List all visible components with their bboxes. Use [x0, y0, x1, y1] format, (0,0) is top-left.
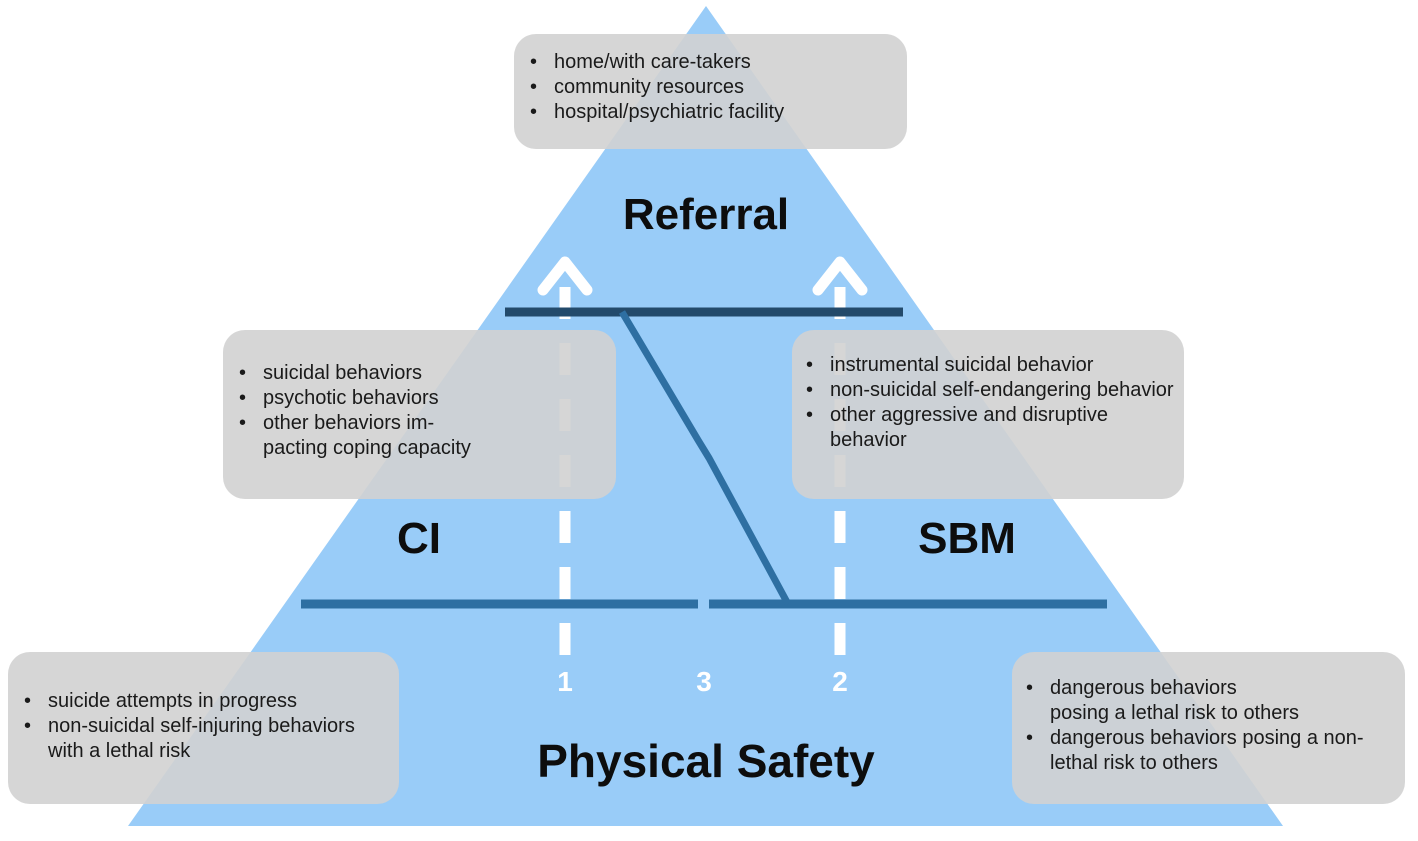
safety-left-box: suicide attempts in progress non-suicida… — [8, 652, 399, 804]
list-item: home/with care-takers — [524, 50, 897, 75]
safety-left-list: suicide attempts in progress non-suicida… — [18, 689, 393, 764]
path-number-1: 1 — [557, 666, 573, 697]
list-item: suicidal behaviors — [233, 361, 606, 386]
list-item: non-suicidal self-endangering behavior — [800, 378, 1176, 403]
list-item: dangerous behaviors posing a non-lethal … — [1020, 726, 1399, 776]
level-label-sbm: SBM — [918, 514, 1016, 563]
list-item: other behaviors im- pacting coping capac… — [233, 411, 606, 461]
safety-right-box: dangerous behaviors posing a lethal risk… — [1012, 652, 1405, 804]
sbm-box: instrumental suicidal behavior non-suici… — [792, 330, 1184, 499]
ci-list: suicidal behaviors psychotic behaviors o… — [233, 361, 606, 461]
list-item: dangerous behaviors posing a lethal risk… — [1020, 676, 1399, 726]
sbm-list: instrumental suicidal behavior non-suici… — [800, 353, 1176, 453]
path-number-2: 2 — [832, 666, 848, 697]
ci-box: suicidal behaviors psychotic behaviors o… — [223, 330, 616, 499]
referral-box: home/with care-takers community resource… — [514, 34, 907, 149]
level-label-referral: Referral — [622, 190, 790, 239]
pyramid — [128, 6, 1283, 826]
path-3-diagonal-line — [618, 310, 792, 606]
list-item: instrumental suicidal behavior — [800, 353, 1176, 378]
list-item: psychotic behaviors — [233, 386, 606, 411]
list-item: community resources — [524, 75, 897, 100]
list-item: suicide attempts in progress — [18, 689, 393, 714]
level-label-physical-safety: Physical Safety — [537, 735, 875, 787]
level-label-ci: CI — [397, 514, 441, 563]
safety-right-list: dangerous behaviors posing a lethal risk… — [1020, 676, 1399, 776]
referral-list: home/with care-takers community resource… — [524, 50, 897, 125]
list-item: other aggressive and disruptive behavior — [800, 403, 1176, 453]
list-item: hospital/psychiatric facility — [524, 100, 897, 125]
path-number-3: 3 — [696, 666, 712, 697]
list-item: non-suicidal self-injuring behaviors wit… — [18, 714, 393, 764]
path-2-arrowhead — [812, 256, 868, 296]
path-1-arrowhead — [537, 256, 593, 296]
